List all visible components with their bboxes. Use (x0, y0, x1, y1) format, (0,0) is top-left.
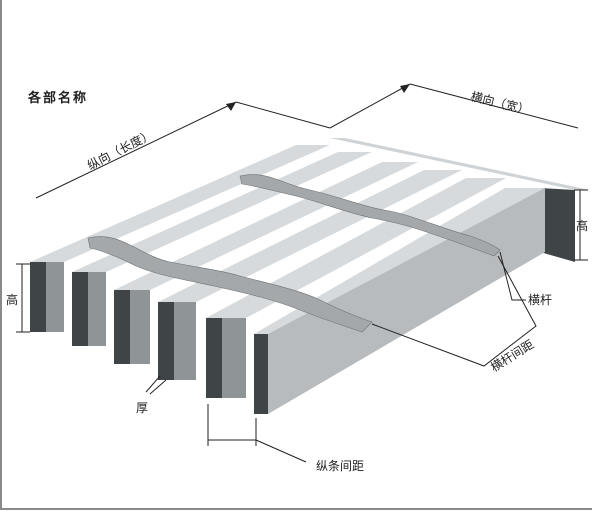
arrowhead-icon (400, 84, 410, 93)
bearing-bar-top (254, 188, 545, 334)
thickness-label: 厚 (136, 401, 148, 415)
bearing-bar-front (114, 290, 130, 364)
bearing-bar-side (88, 272, 106, 346)
bearing-bar-front (254, 334, 268, 414)
back-end-bar-face (540, 188, 575, 262)
thickness-leader (145, 375, 161, 393)
cross-bar-pitch-label: 横杆间距 (488, 337, 536, 374)
bearing-bar-side (46, 262, 64, 332)
bearing-bar-pitch-label: 纵条间距 (316, 459, 364, 473)
back-end-bar-top (330, 138, 590, 190)
cross-bar-label: 横杆 (528, 293, 552, 307)
bearing-bar-top (206, 178, 506, 318)
height-left-label: 高 (6, 292, 18, 307)
length-dimension-line (35, 101, 237, 199)
frame-border-bottom (0, 508, 592, 510)
dimension-lines (16, 83, 588, 463)
width-dimension-line (409, 83, 579, 129)
diagram-title: 各部名称 (27, 90, 88, 106)
bearing-bar-side (222, 318, 246, 398)
arrowhead-icon (226, 102, 236, 111)
bearing-bar-side (174, 302, 196, 380)
cross-bar-pitch-leader (371, 255, 537, 367)
twisted-cross-bar (87, 236, 373, 333)
pitch-leader (255, 439, 307, 463)
twisted-cross-bar-back (239, 174, 501, 257)
length-label: 纵向（长度） (85, 127, 156, 173)
bearing-bar-front (72, 272, 88, 346)
bearing-bar-top (72, 152, 372, 272)
bearing-bar-top (158, 170, 462, 302)
length-extension-line (235, 101, 331, 129)
thickness-tick (149, 379, 167, 395)
width-label: 横向（宽） (469, 88, 531, 117)
bearing-bar-front (30, 262, 46, 332)
frame-border-left (0, 0, 2, 510)
bearing-bar-side (130, 290, 150, 364)
bearing-bar-front (158, 302, 174, 380)
bearing-bar-top (30, 145, 330, 262)
width-extension-line (329, 83, 411, 129)
bearing-bar-top (114, 162, 418, 290)
bearing-bar-front (206, 318, 222, 398)
height-right-label: 高 (576, 218, 588, 233)
